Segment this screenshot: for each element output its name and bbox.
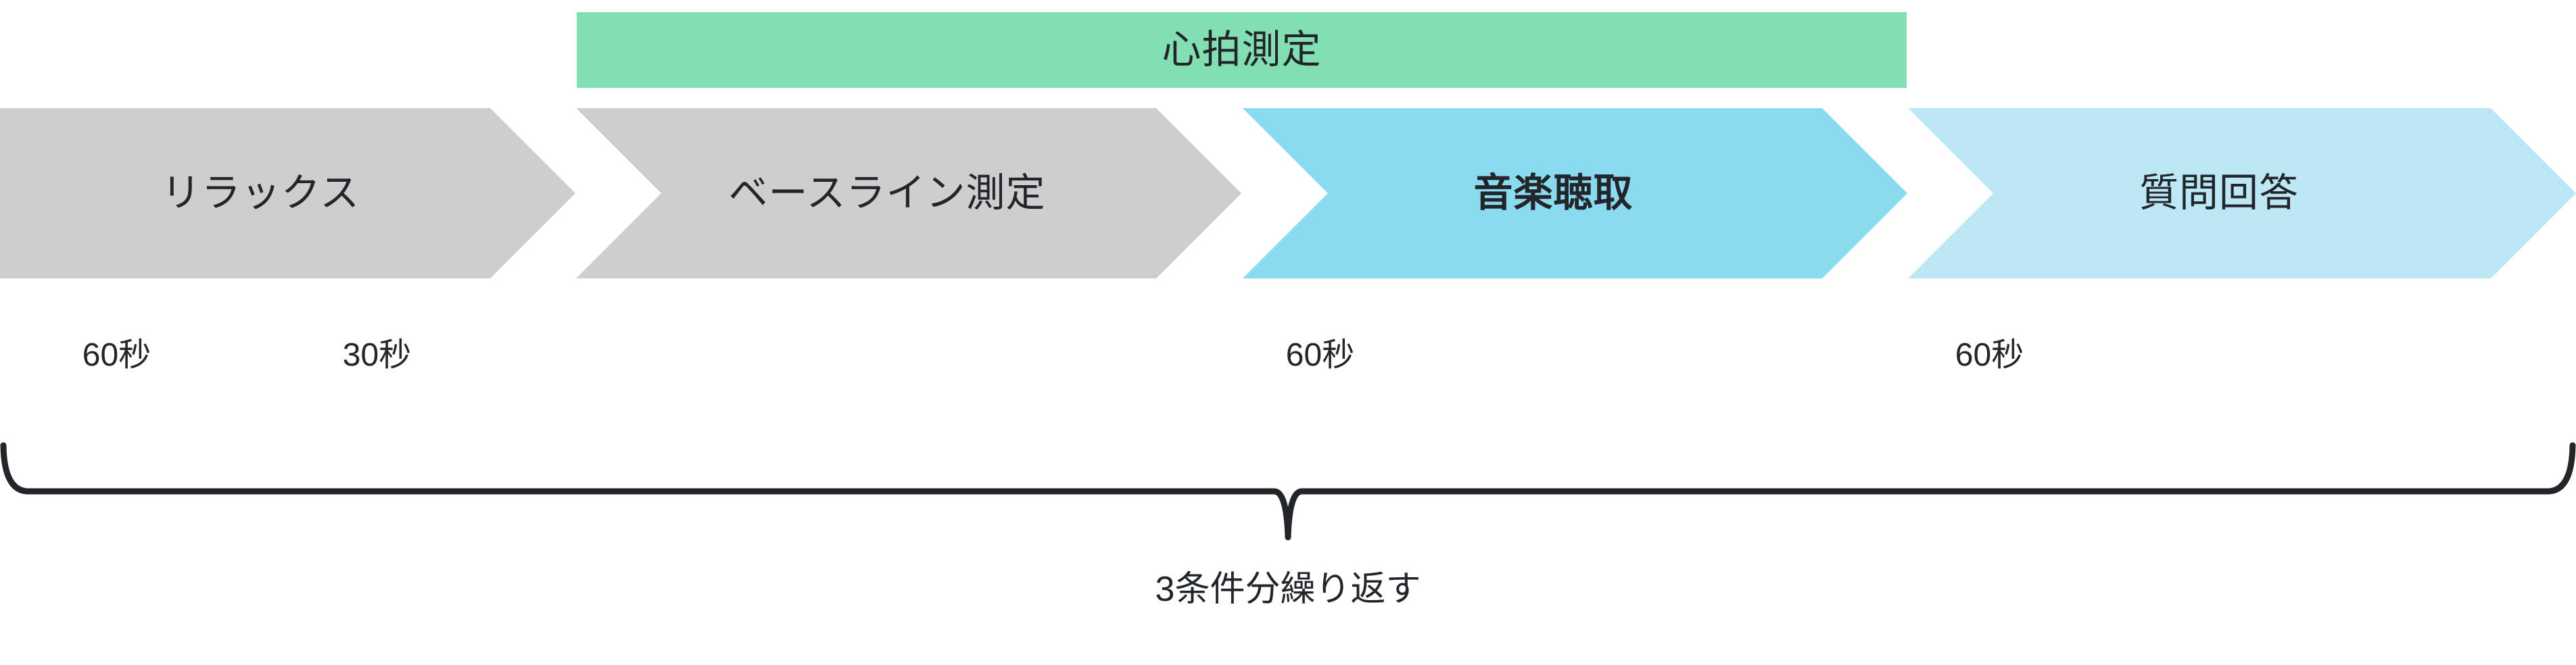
chevron-right-icon — [1243, 108, 1907, 278]
phase-arrow-relax: リラックス — [0, 108, 575, 278]
phase-duration-row: 60秒 30秒 60秒 60秒 — [0, 339, 2576, 393]
repeat-brace-icon — [0, 442, 2576, 541]
duration-music: 60秒 — [1285, 337, 1355, 373]
duration-relax: 60秒 — [82, 337, 151, 373]
phase-label-music: 音楽聴取 — [1473, 171, 1633, 215]
duration-baseline: 30秒 — [342, 337, 412, 373]
heart-rate-measurement-label: 心拍測定 — [1162, 28, 1322, 72]
chevron-right-icon — [576, 108, 1241, 278]
phase-label-baseline: ベースライン測定 — [728, 171, 1046, 215]
phase-arrow-row: リラックス ベースライン測定 音楽聴取 質問回答 — [0, 108, 2576, 278]
phase-arrow-baseline: ベースライン測定 — [576, 108, 1241, 278]
chevron-right-icon — [0, 108, 575, 278]
phase-label-question: 質問回答 — [2139, 171, 2299, 215]
heart-rate-measurement-banner: 心拍測定 — [577, 12, 1907, 88]
phase-arrow-music: 音楽聴取 — [1243, 108, 1907, 278]
phase-label-relax: リラックス — [161, 171, 360, 215]
chevron-right-icon — [1908, 108, 2576, 278]
phase-arrow-question: 質問回答 — [1908, 108, 2576, 278]
duration-question: 60秒 — [1955, 337, 2024, 373]
repeat-caption: 3条件分繰り返す — [1155, 570, 1421, 609]
